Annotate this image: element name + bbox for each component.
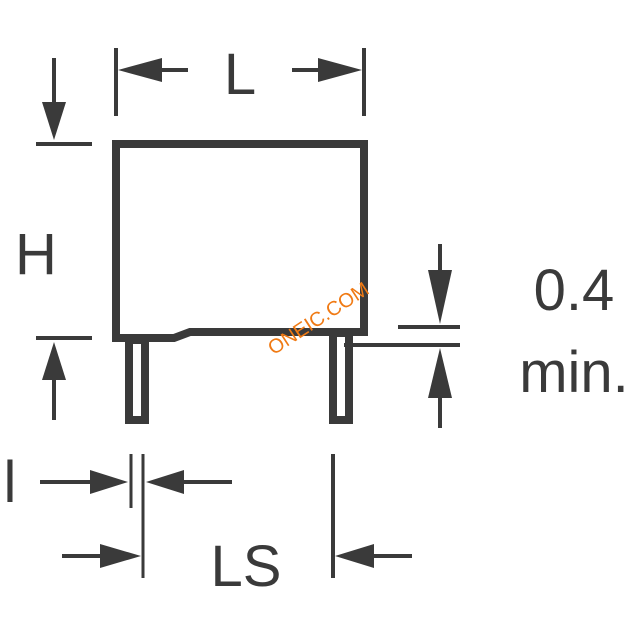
label-length: L: [224, 42, 256, 107]
arrow-height-bottom: [42, 342, 66, 380]
lead-left: [125, 336, 149, 424]
label-lead-diameter: l: [4, 450, 17, 515]
lead-right: [329, 329, 353, 424]
arrow-length-left: [118, 58, 162, 82]
arrow-spacing-left: [100, 544, 141, 568]
dimension-length: [114, 48, 366, 116]
label-height: H: [15, 222, 57, 287]
dimension-lead-diameter: [40, 454, 232, 578]
arrow-spacing-right: [335, 544, 374, 568]
component-body: [112, 140, 368, 342]
label-lead-offset-suffix: min.: [519, 340, 629, 405]
dimension-lead-offset: [344, 244, 460, 428]
dimension-lead-spacing: [62, 454, 412, 578]
arrow-offset-bottom: [428, 348, 452, 398]
arrow-diameter-left: [90, 470, 128, 494]
arrow-diameter-right: [146, 470, 184, 494]
arrow-offset-top: [428, 270, 452, 324]
label-lead-offset: 0.4: [534, 258, 615, 323]
label-lead-spacing: LS: [211, 534, 282, 599]
arrow-length-right: [318, 58, 362, 82]
dimension-height: [36, 58, 92, 420]
watermark: ONEIC.COM: [264, 278, 373, 359]
arrow-height-top: [42, 102, 66, 140]
